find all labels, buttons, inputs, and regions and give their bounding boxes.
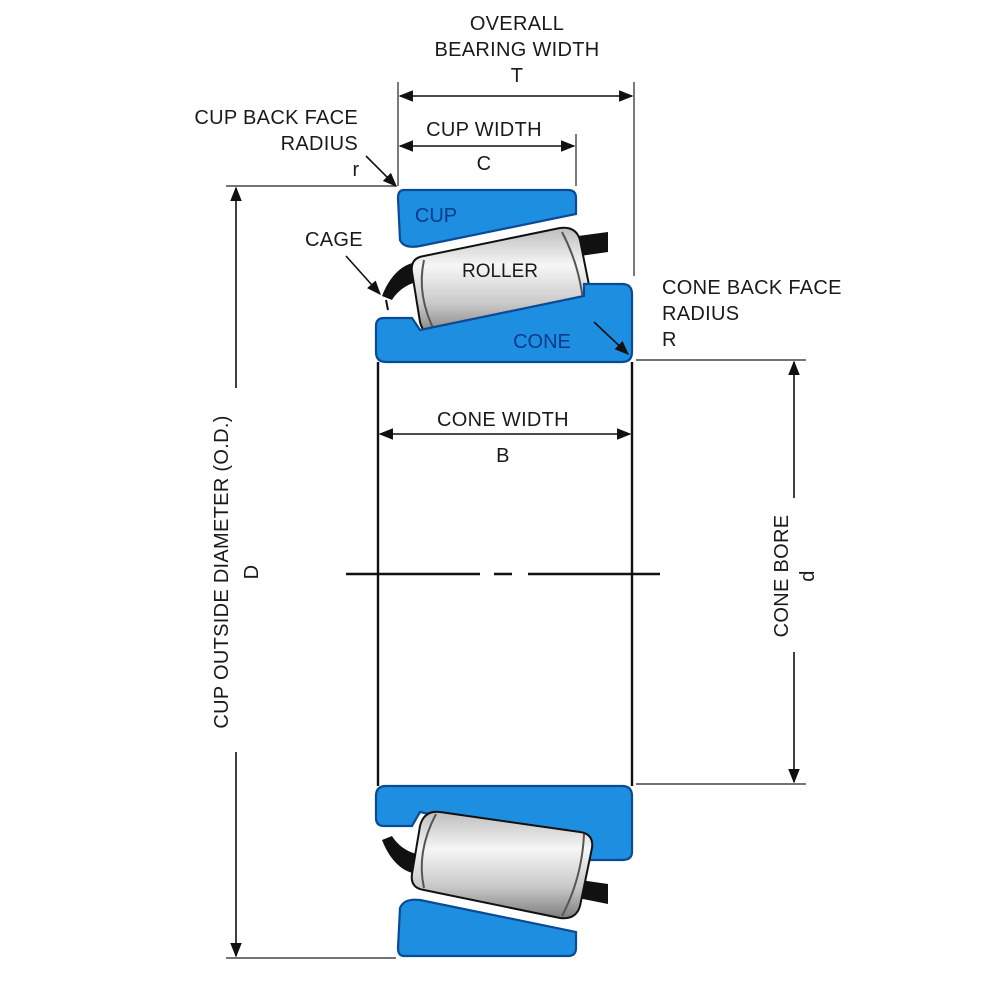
extension-lines — [226, 82, 806, 959]
cone-back-face-label-2: RADIUS — [662, 303, 739, 325]
cage-label: CAGE — [305, 229, 363, 251]
cup-back-face-label-1: CUP BACK FACE — [194, 107, 358, 129]
overall-width-label-2: BEARING WIDTH — [434, 39, 599, 61]
cage-upper — [382, 262, 420, 300]
dimension-lines — [230, 90, 800, 958]
labels: OVERALL BEARING WIDTH T CUP BACK FACE RA… — [194, 13, 841, 729]
cone-back-face-label-1: CONE BACK FACE — [662, 277, 842, 299]
cone-ring-upper — [374, 282, 634, 364]
cone-bore-label: CONE BORE — [771, 515, 793, 638]
cup-back-face-label-2: RADIUS — [281, 133, 358, 155]
cup-width-symbol: C — [477, 153, 492, 175]
leader-lines — [345, 155, 630, 355]
overall-width-symbol: T — [511, 65, 524, 87]
cup-ring-upper — [396, 188, 578, 248]
cup-od-symbol: D — [241, 565, 263, 580]
cone-bore-symbol: d — [797, 570, 819, 581]
cone-label: CONE — [513, 331, 571, 353]
upper-section — [374, 188, 634, 364]
cage-lower — [382, 836, 420, 874]
lower-section — [374, 784, 634, 958]
cone-width-label: CONE WIDTH — [437, 409, 569, 431]
cup-ring-lower — [396, 898, 578, 958]
cone-back-face-symbol: R — [662, 329, 677, 351]
cup-label: CUP — [415, 205, 457, 227]
cup-back-face-symbol: r — [353, 159, 360, 181]
cup-od-label: CUP OUTSIDE DIAMETER (O.D.) — [211, 415, 233, 728]
cone-width-symbol: B — [496, 445, 510, 467]
cup-width-label: CUP WIDTH — [426, 119, 542, 141]
roller-lower — [410, 810, 594, 920]
overall-width-label-1: OVERALL — [470, 13, 564, 35]
roller-label: ROLLER — [462, 261, 538, 282]
